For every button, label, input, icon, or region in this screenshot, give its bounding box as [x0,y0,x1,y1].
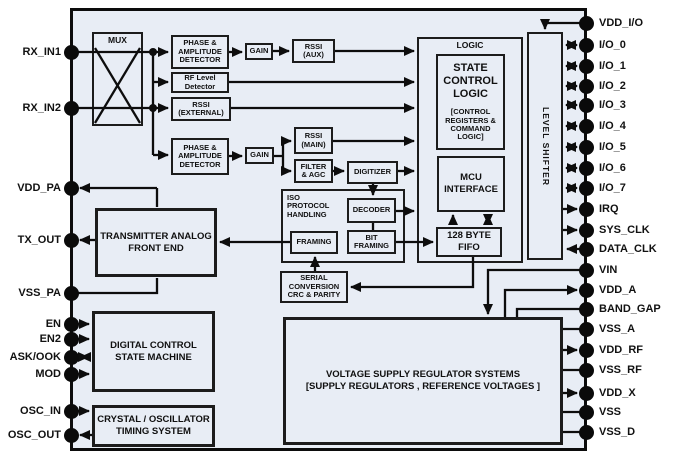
pin-label-vdd-pa: VDD_PA [17,182,61,194]
block-phase-amplitude-detector-2: PHASE & AMPLITUDE DETECTOR [171,138,229,175]
pin-label-mod: MOD [35,368,61,380]
pin-vdd-i-o [578,15,594,31]
pin-label-en2: EN2 [39,333,61,345]
pin-label-i-o-0: I/O_0 [599,39,626,51]
block-gain-2: GAIN [245,147,274,164]
pin-label-i-o-1: I/O_1 [599,60,626,72]
pin-label-rx-in1: RX_IN1 [22,46,61,58]
block-rssi-aux: RSSI (AUX) [292,39,335,63]
pin-vss [578,404,594,420]
pin-label-osc-in: OSC_IN [20,405,61,417]
pin-label-vss-rf: VSS_RF [599,364,642,376]
pin-label-i-o-5: I/O_5 [599,141,626,153]
block-decoder: DECODER [347,198,396,223]
pin-tx-out [63,232,79,248]
pin-i-o-3 [578,97,594,113]
pin-label-osc-out: OSC_OUT [7,429,61,441]
block-bit-framing: BIT FRAMING [347,230,396,254]
pin-label-i-o-4: I/O_4 [599,120,626,132]
pin-sys-clk [578,222,594,238]
block-rssi-external: RSSI (EXTERNAL) [171,97,231,121]
pin-irq [578,201,594,217]
pin-data-clk [578,241,594,257]
pin-rx-in1 [63,44,79,60]
pin-i-o-0 [578,37,594,53]
pin-label-en: EN [45,318,61,330]
block-framing: FRAMING [290,231,338,254]
block-rf-level-detector: RF Level Detector [171,72,229,93]
pin-label-data-clk: DATA_CLK [599,243,657,255]
block-gain-1: GAIN [245,43,273,60]
pin-label-vin: VIN [599,264,618,276]
pin-vss-rf [578,362,594,378]
block-state-control-logic: STATE CONTROL LOGIC [CONTROL REGISTERS &… [436,54,505,150]
pin-label-rx-in2: RX_IN2 [22,102,61,114]
block-digital-control-state-machine: DIGITAL CONTROL STATE MACHINE [92,311,215,392]
pin-label-irq: IRQ [599,203,619,215]
pin-en [63,316,79,332]
pin-label-ask-ook: ASK/OOK [9,351,61,363]
block-128-byte-fifo: 128 BYTE FIFO [436,227,502,257]
pin-label-vdd-a: VDD_A [599,284,637,296]
pin-vss-d [578,424,594,440]
pin-i-o-7 [578,180,594,196]
pin-band-gap [578,301,594,317]
block-crystal-oscillator-timing-system: CRYSTAL / OSCILLATOR TIMING SYSTEM [92,405,215,447]
pin-en2 [63,331,79,347]
block-mux: MUX [92,32,143,126]
pin-vdd-x [578,385,594,401]
block-rssi-main: RSSI (MAIN) [294,127,333,154]
pin-label-i-o-2: I/O_2 [599,80,626,92]
pin-mod [63,366,79,382]
block-mcu-interface: MCU INTERFACE [437,156,505,212]
pin-osc-in [63,403,79,419]
pin-label-vss-pa: VSS_PA [18,287,61,299]
pin-label-sys-clk: SYS_CLK [599,224,650,236]
pin-label-vss: VSS [599,406,622,418]
pin-vss-pa [63,285,79,301]
pin-i-o-4 [578,118,594,134]
pin-i-o-1 [578,58,594,74]
pin-label-tx-out: TX_OUT [17,234,61,246]
pin-vin [578,262,594,278]
pin-i-o-5 [578,139,594,155]
block-voltage-supply-regulator: VOLTAGE SUPPLY REGULATOR SYSTEMS [SUPPLY… [283,317,563,445]
pin-vdd-rf [578,342,594,358]
block-digitizer: DIGITIZER [347,161,398,184]
block-phase-amplitude-detector-1: PHASE & AMPLITUDE DETECTOR [171,35,229,69]
pin-i-o-2 [578,78,594,94]
block-transmitter-analog-front-end: TRANSMITTER ANALOG FRONT END [95,208,217,277]
pin-label-vdd-rf: VDD_RF [599,344,644,356]
pin-label-i-o-3: I/O_3 [599,99,626,111]
block-filter-agc: FILTER & AGC [294,159,333,183]
pin-ask-ook [63,349,79,365]
pin-vdd-pa [63,180,79,196]
block-serial-conversion-crc-parity: SERIAL CONVERSION CRC & PARITY [280,271,348,303]
pin-label-i-o-7: I/O_7 [599,182,626,194]
pin-label-vdd-i-o: VDD_I/O [599,17,644,29]
pin-vss-a [578,321,594,337]
pin-label-vss-d: VSS_D [599,426,636,438]
pin-rx-in2 [63,100,79,116]
pin-label-band-gap: BAND_GAP [599,303,661,315]
pin-vdd-a [578,282,594,298]
block-level-shifter: LEVEL SHIFTER [527,32,563,260]
pin-label-vss-a: VSS_A [599,323,636,335]
pin-osc-out [63,427,79,443]
pin-i-o-6 [578,160,594,176]
pin-label-i-o-6: I/O_6 [599,162,626,174]
pin-label-vdd-x: VDD_X [599,387,636,399]
